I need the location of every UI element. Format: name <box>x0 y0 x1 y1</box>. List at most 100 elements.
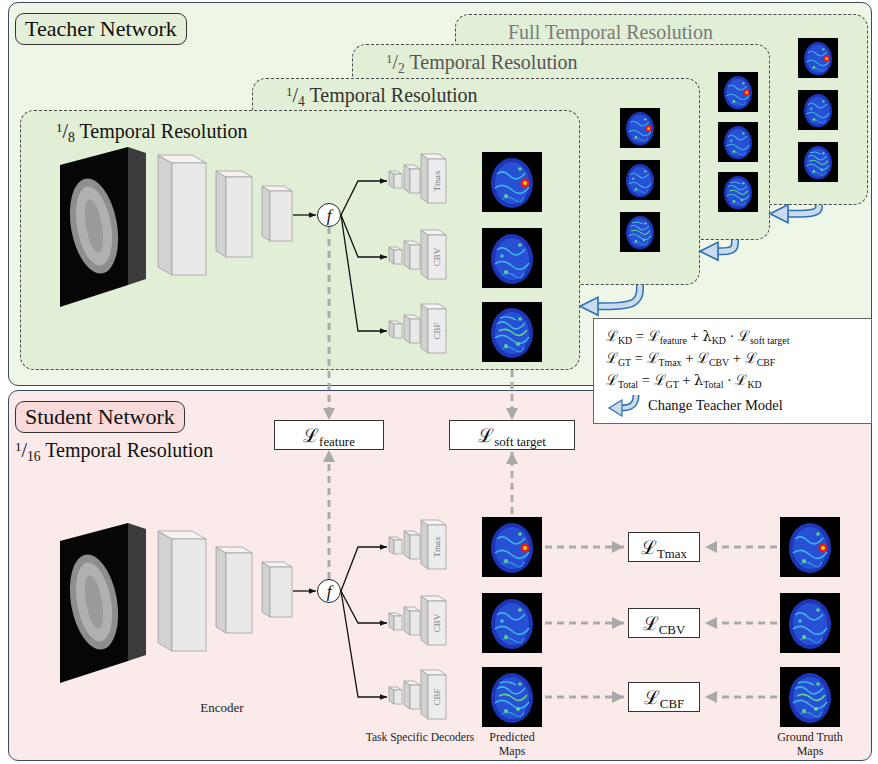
teacher-map <box>482 152 542 212</box>
resolution-title: 1/2 Temporal Resolution <box>386 50 769 74</box>
decoder-illustration <box>389 520 446 569</box>
arrow-shaft <box>788 205 819 214</box>
loss-box: ℒCBV <box>628 608 700 638</box>
feature-symbol: f <box>327 583 332 600</box>
part-label: Predicted Maps <box>481 731 543 759</box>
arrow-outline <box>718 240 735 251</box>
teacher-switch-arrow <box>598 285 640 306</box>
network-title: Student Network <box>15 401 185 433</box>
resolution-title: 1/4 Temporal Resolution <box>286 83 699 107</box>
teacher-switch-arrow <box>718 240 735 251</box>
loss-equation: ℒGT = ℒTmax + ℒCBV + ℒCBF <box>606 347 861 369</box>
legend-text: Change Teacher Model <box>648 394 783 416</box>
label-holder: CBV <box>432 248 442 267</box>
resolution-box: 1/8 Temporal Resolution f <box>20 110 580 370</box>
decoder-task-label: CBV <box>432 614 442 633</box>
branch-arrow <box>341 215 387 257</box>
teacher-map <box>718 172 758 212</box>
label-holder: Ground Truth Maps <box>770 731 850 759</box>
feature-symbol: f <box>327 207 332 224</box>
label-holder: CBF <box>432 322 442 339</box>
legend-row: Change Teacher Model <box>606 393 861 417</box>
arrow-outline <box>598 285 640 306</box>
loss-arrow <box>545 696 624 699</box>
decoder-illustration <box>389 304 446 353</box>
loss-arrow <box>705 622 777 625</box>
encoder-illustration <box>60 523 316 683</box>
decoder-task-label: Tmax <box>432 537 442 558</box>
part-label: Ground Truth Maps <box>770 731 850 759</box>
teacher-map <box>482 228 542 288</box>
teacher-map <box>798 38 838 78</box>
part-label: Encoder <box>200 701 243 716</box>
branch-arrow <box>341 215 387 331</box>
dashed-arrow <box>328 462 331 579</box>
loss-arrow <box>545 546 624 549</box>
label-holder: Encoder <box>200 701 243 716</box>
label-holder: CBF <box>432 688 442 705</box>
label-holder: CBV <box>432 614 442 633</box>
loss-equation: ℒKD = ℒfeature + λKD · ℒsoft target <box>606 325 861 347</box>
loss-label: ℒsoft target <box>478 424 546 447</box>
distillation-connector <box>512 370 513 408</box>
loss-label: ℒfeature <box>303 424 355 447</box>
dashed-arrow <box>511 370 514 408</box>
loss-label: ℒCBV <box>643 612 686 635</box>
decoder-task-label: Tmax <box>432 171 442 192</box>
branch-arrow <box>341 591 387 623</box>
resolution-note: 1/16 Temporal Resolution <box>15 438 865 462</box>
loss-arrow <box>511 452 514 514</box>
branch-arrow <box>341 181 387 215</box>
ground-truth-map <box>780 517 840 577</box>
legend-arrow-sample <box>606 393 642 417</box>
label-holder: Tmax <box>432 171 442 192</box>
resolution-title: Full Temporal Resolution <box>508 20 867 44</box>
arrow-outline <box>788 205 819 214</box>
decoder-illustration <box>389 230 446 279</box>
branch-arrow <box>341 547 387 591</box>
decoder-task-label: CBF <box>432 322 442 339</box>
loss-box: ℒsoft target <box>449 420 575 450</box>
loss-box: ℒTmax <box>628 532 700 562</box>
part-label: Task Specific Decoders <box>366 731 474 744</box>
arrow-shaft <box>598 285 640 306</box>
arrow-head <box>609 400 622 416</box>
arrow-shaft <box>621 395 636 408</box>
feature-node: f <box>317 579 341 603</box>
teacher-switch-arrow <box>788 205 819 214</box>
label-holder: Tmax <box>432 537 442 558</box>
decoder-illustration <box>389 670 446 719</box>
dashed-arrow <box>328 227 331 408</box>
loss-equation: ℒTotal = ℒGT + λTotal · ℒKD <box>606 369 861 391</box>
loss-box: ℒfeature <box>274 420 384 450</box>
resolution-title: 1/8 Temporal Resolution <box>56 119 579 143</box>
feature-node: f <box>317 203 341 227</box>
decoder-illustration <box>389 154 446 203</box>
distillation-connector <box>329 462 330 579</box>
ground-truth-map <box>780 593 840 653</box>
ground-truth-map <box>780 667 840 727</box>
arrow-shaft <box>718 240 735 251</box>
decoder-illustration <box>389 596 446 645</box>
label-holder: Task Specific Decoders <box>366 731 474 744</box>
loss-label: ℒTmax <box>641 536 687 559</box>
teacher-map <box>620 212 660 252</box>
decoder-task-label: CBF <box>432 688 442 705</box>
branch-arrow <box>341 591 387 697</box>
network-title: Teacher Network <box>15 13 187 45</box>
arrow-shaft <box>621 395 636 408</box>
teacher-map <box>620 160 660 200</box>
teacher-map <box>718 72 758 112</box>
predicted-map <box>482 667 542 727</box>
loss-arrow <box>545 622 624 625</box>
equation-box: ℒKD = ℒfeature + λKD · ℒsoft targetℒGT =… <box>593 318 872 424</box>
teacher-map <box>620 108 660 148</box>
teacher-map <box>798 142 838 182</box>
loss-label: ℒCBF <box>644 686 684 709</box>
decoder-task-label: CBV <box>432 248 442 267</box>
connectors <box>329 205 819 579</box>
loss-box: ℒCBF <box>628 682 700 712</box>
teacher-map <box>798 90 838 130</box>
